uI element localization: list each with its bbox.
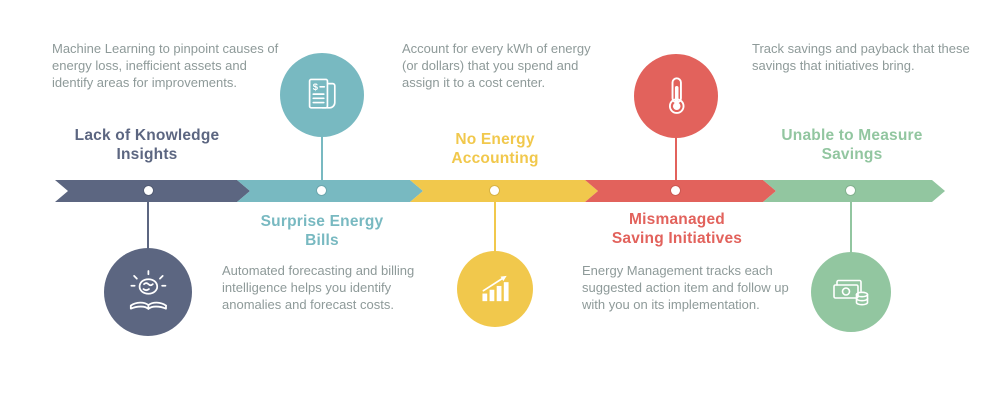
- receipt-icon: $: [308, 78, 336, 109]
- connector-line: [147, 202, 149, 249]
- step-description-unable-to-measure-savings: Track savings and payback that these sav…: [752, 41, 970, 73]
- step-title-no-energy-accounting: No Energy Accounting: [451, 131, 539, 167]
- icon-circle-bills: $: [280, 53, 364, 137]
- step-description-mismanaged-saving-initiatives: Energy Management tracks each suggested …: [582, 263, 789, 312]
- money-icon: [833, 279, 869, 306]
- icon-circle-initiatives: [634, 54, 718, 138]
- brain-book-icon: [129, 269, 167, 310]
- icon-circle-savings: [811, 252, 891, 332]
- step-title-unable-to-measure-savings: Unable to Measure Savings: [781, 127, 923, 163]
- timeline-node-dot: [144, 186, 153, 195]
- segment-mismanaged-saving-initiatives: [585, 180, 776, 202]
- svg-text:$: $: [313, 82, 319, 93]
- connector-line: [675, 137, 677, 180]
- step-description-no-energy-accounting: Account for every kWh of energy (or doll…: [402, 41, 591, 90]
- timeline-node-dot: [846, 186, 855, 195]
- bar-chart-icon: [482, 276, 509, 302]
- step-title-lack-of-knowledge: Lack of Knowledge Insights: [74, 127, 220, 163]
- timeline-node-dot: [671, 186, 680, 195]
- step-description-surprise-energy-bills: Automated forecasting and billing intell…: [222, 263, 415, 312]
- connector-line: [321, 136, 323, 180]
- segment-surprise-energy-bills: [237, 180, 423, 202]
- segment-no-energy-accounting: [410, 180, 598, 202]
- step-description-lack-of-knowledge: Machine Learning to pinpoint causes of e…: [52, 41, 279, 90]
- icon-circle-accounting: [457, 251, 533, 327]
- thermometer-icon: [668, 77, 685, 114]
- timeline-node-dot: [317, 186, 326, 195]
- icon-circle-knowledge: [104, 248, 192, 336]
- step-title-mismanaged-saving-initiatives: Mismanaged Saving Initiatives: [611, 211, 743, 247]
- connector-line: [494, 202, 496, 252]
- step-title-surprise-energy-bills: Surprise Energy Bills: [260, 213, 384, 249]
- connector-line: [850, 202, 852, 253]
- timeline-node-dot: [490, 186, 499, 195]
